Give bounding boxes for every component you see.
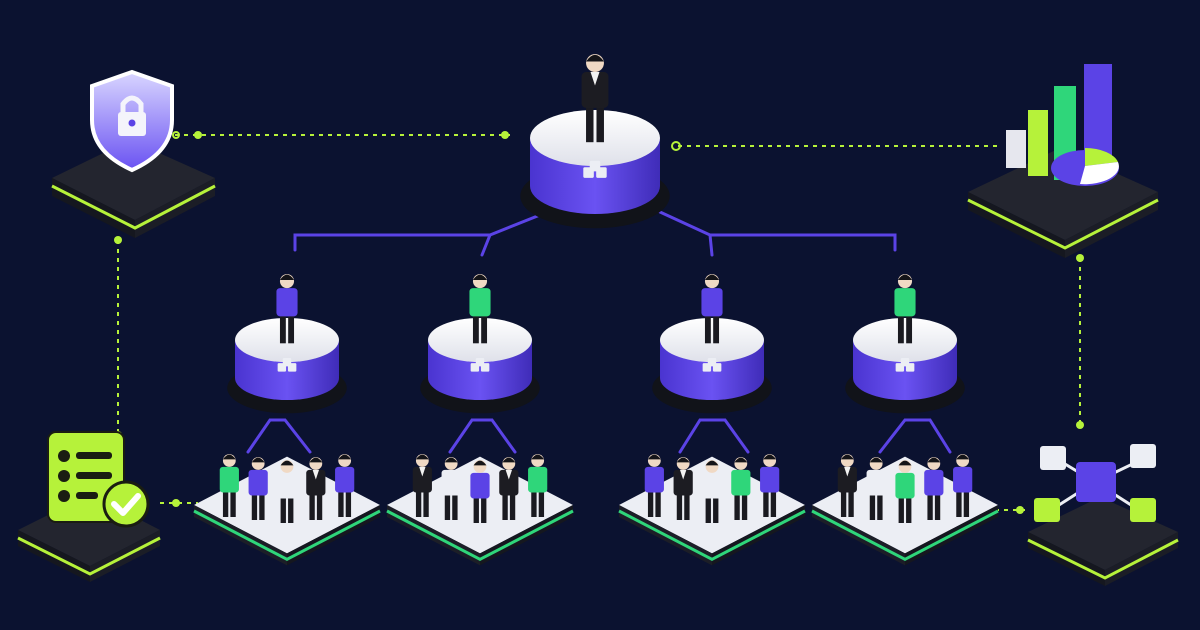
podium-root xyxy=(520,54,670,229)
connector-dot xyxy=(671,141,681,151)
security-shield-lock-icon xyxy=(90,69,174,173)
person-figure xyxy=(731,457,751,520)
analytics-chart-icon xyxy=(1006,64,1119,186)
person-figure xyxy=(277,460,297,523)
person-figure xyxy=(701,274,723,344)
person-figure xyxy=(581,54,609,143)
person-figure xyxy=(644,454,664,517)
person-figure xyxy=(248,457,268,520)
team-platform xyxy=(193,454,381,566)
person-figure xyxy=(335,454,355,517)
connector-dot xyxy=(1016,506,1024,514)
person-figure xyxy=(306,457,326,520)
person-figure xyxy=(219,454,239,517)
person-figure xyxy=(924,457,944,520)
person-figure xyxy=(866,457,886,520)
team-platform xyxy=(811,454,999,566)
connector-dot xyxy=(1076,421,1084,429)
connector-dot xyxy=(172,131,180,139)
team-platform xyxy=(386,454,574,566)
podium-manager xyxy=(652,274,772,414)
checklist-approval-icon xyxy=(47,431,150,528)
person-figure xyxy=(470,460,490,523)
person-figure xyxy=(528,454,548,517)
connectors xyxy=(114,131,1084,514)
connector-dot xyxy=(501,131,509,139)
person-figure xyxy=(673,457,693,520)
cubes-icon xyxy=(895,358,915,372)
network-nodes-icon xyxy=(1034,444,1156,522)
person-figure xyxy=(499,457,519,520)
side-tile-network xyxy=(1027,444,1179,586)
connector-dot xyxy=(172,499,180,507)
person-figure xyxy=(953,454,973,517)
person-figure xyxy=(276,274,298,344)
cubes-icon xyxy=(470,358,490,372)
person-figure xyxy=(469,274,491,344)
podium-manager xyxy=(227,274,347,414)
connector-dot xyxy=(1076,254,1084,262)
side-tile-security xyxy=(51,69,216,238)
hierarchy-connector xyxy=(246,210,952,454)
person-figure xyxy=(760,454,780,517)
team-platform xyxy=(618,454,806,566)
cubes-icon xyxy=(702,358,722,372)
side-tile-analytics xyxy=(967,64,1159,258)
team-platform-layer xyxy=(193,454,999,566)
podium-manager xyxy=(845,274,965,414)
person-figure xyxy=(894,274,916,344)
podium-manager xyxy=(420,274,540,414)
cubes-icon xyxy=(583,160,607,178)
side-tile-checklist xyxy=(17,431,161,582)
connector-dot xyxy=(194,131,202,139)
cubes-icon xyxy=(277,358,297,372)
person-figure xyxy=(837,454,857,517)
podium-layer xyxy=(227,54,965,414)
person-figure xyxy=(895,460,915,523)
person-figure xyxy=(702,460,722,523)
person-figure xyxy=(412,454,432,517)
connector-dot xyxy=(114,236,122,244)
person-figure xyxy=(441,457,461,520)
